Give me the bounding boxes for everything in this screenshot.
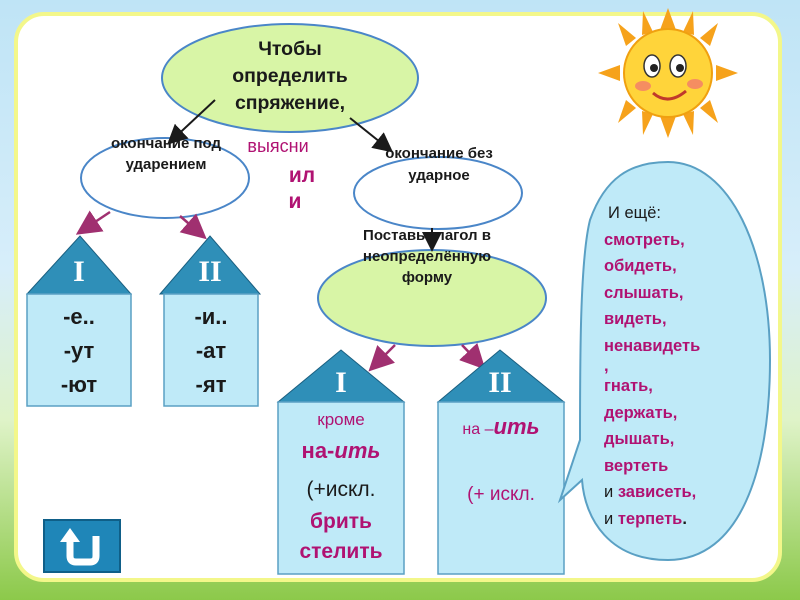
group4-box [437, 401, 565, 575]
title-text: Чтобы определить спряжение, [232, 38, 348, 114]
back-arrow-icon [60, 528, 100, 566]
group3-box [277, 401, 405, 575]
group4-line1: на –ить [440, 414, 562, 440]
arrow-to-group4 [459, 342, 486, 370]
group1-ending-2: -ут [63, 338, 95, 363]
group1-box [26, 293, 132, 407]
extra-verb-8: держать, [604, 403, 678, 422]
extra-verb-last-1: зависеть, [617, 483, 697, 501]
extra-last-line-1: и зависеть, [604, 479, 754, 506]
extra-and-1: и [604, 483, 614, 501]
group3-line2: на-ить [280, 438, 402, 464]
group4-line2: (+ искл. [467, 484, 535, 505]
group2-box [163, 293, 259, 407]
extra-verb-6: , [604, 357, 609, 375]
extra-verb-2: обидеть, [604, 257, 677, 275]
extra-verb-1: смотреть, [604, 230, 685, 249]
group3-line2-prefix: на- [301, 438, 335, 463]
title-bubble [161, 23, 419, 133]
extra-last-line-2: и терпеть. [604, 506, 754, 533]
extra-verb-7: гнать, [604, 377, 653, 395]
group3-line1: кроме [317, 410, 365, 429]
arrow-to-unstressed [349, 117, 394, 153]
group3-line3: (+искл. [306, 478, 376, 501]
group2-ending-3: -ят [195, 372, 227, 397]
extra-verbs-list: И ещё: смотреть, обидеть, слышать, видет… [604, 200, 754, 532]
arrow-to-group2 [179, 213, 207, 240]
or-word-line2: и [288, 190, 302, 213]
extra-and-2: и [604, 509, 614, 528]
group4-numeral: II [488, 366, 512, 399]
unstressed-bubble [353, 156, 523, 230]
group3-line2-suffix: ить [334, 438, 381, 463]
group2-ending-2: -ат [195, 338, 227, 363]
or-word-line1: ил [288, 164, 316, 187]
group3-numeral: I [335, 366, 347, 399]
extra-verbs-bubble [557, 160, 772, 562]
extra-verb-last-2: терпеть [617, 509, 683, 528]
extra-final-period: . [682, 509, 687, 528]
find-word: выясни [247, 136, 309, 156]
group3-line5: стелить [299, 540, 383, 563]
extra-intro: И ещё: [608, 204, 661, 222]
sun-face-icon [598, 8, 738, 138]
group1-numeral: I [73, 255, 85, 288]
group1-ending-3: -ют [60, 372, 98, 397]
group1-ending-1: -е.. [63, 304, 95, 329]
stressed-ending-text: окончание под ударением [110, 135, 222, 173]
extra-verb-9: дышать, [604, 430, 675, 448]
extra-verb-4: видеть, [604, 310, 667, 328]
group3-line4: брить [310, 510, 372, 533]
arrow-to-stressed [167, 99, 216, 145]
extra-verb-5: ненавидеть [604, 336, 701, 355]
extra-verb-3: слышать, [604, 283, 684, 302]
arrow-to-group3 [368, 344, 396, 372]
group4-line1-suffix: ить [493, 414, 540, 439]
stressed-bubble [80, 137, 250, 219]
arrow-to-group1 [75, 210, 111, 235]
group2-numeral: II [198, 255, 222, 288]
group2-ending-1: -и.. [194, 304, 228, 329]
group4-line1-prefix: на – [462, 421, 494, 438]
infinitive-instruction-text: Поставь глагол в неопределённую форму [362, 227, 492, 286]
back-button[interactable] [44, 520, 120, 572]
unstressed-ending-text: окончание безударное [385, 145, 493, 184]
extra-verb-10: вертеть [604, 456, 669, 475]
